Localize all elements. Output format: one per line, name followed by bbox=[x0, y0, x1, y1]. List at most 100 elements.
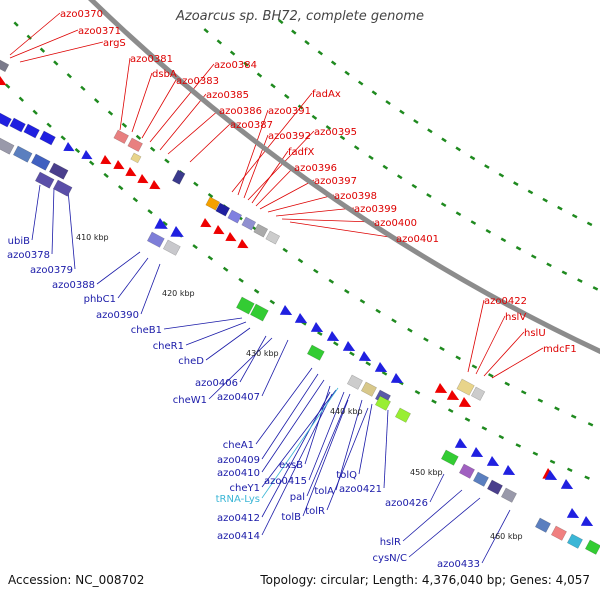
tick-mark bbox=[411, 183, 418, 189]
tick-mark bbox=[13, 21, 19, 27]
kbp-label: 420 kbp bbox=[162, 289, 195, 298]
label-connector bbox=[383, 409, 389, 489]
gene-forward bbox=[215, 202, 231, 217]
gene-reverse bbox=[34, 171, 55, 189]
tick-mark bbox=[317, 331, 323, 336]
reverse-label: azo0410 bbox=[217, 468, 260, 479]
reverse-label: azo0406 bbox=[195, 378, 238, 389]
label-connector bbox=[205, 327, 251, 361]
label-connector bbox=[429, 473, 445, 503]
label-connector bbox=[237, 109, 269, 196]
label-connector bbox=[261, 391, 331, 518]
tick-mark bbox=[333, 341, 339, 347]
label-connector bbox=[491, 347, 544, 379]
gene-arrow-reverse bbox=[63, 142, 75, 152]
tick-mark bbox=[488, 373, 494, 378]
label-connector bbox=[163, 317, 243, 330]
gene-forward bbox=[253, 223, 269, 238]
label-connector bbox=[185, 321, 247, 346]
label-connector bbox=[119, 57, 131, 131]
tick-mark bbox=[149, 146, 156, 152]
reverse-label: ubiB bbox=[8, 236, 30, 247]
label-connector bbox=[261, 393, 333, 536]
label-connector bbox=[67, 189, 76, 270]
gene-reverse bbox=[472, 471, 489, 487]
gene-arrow-reverse bbox=[374, 362, 388, 373]
tick-mark bbox=[207, 255, 214, 261]
forward-label: azo0398 bbox=[334, 191, 377, 202]
gene-reverse bbox=[250, 303, 269, 322]
label-connector bbox=[255, 367, 313, 445]
gene-arrow-reverse bbox=[310, 322, 324, 333]
tick-mark bbox=[53, 60, 59, 66]
tick-mark bbox=[325, 125, 332, 131]
tick-mark bbox=[520, 390, 527, 395]
forward-label: fadfX bbox=[288, 147, 315, 158]
tick-mark bbox=[549, 459, 556, 465]
gene-arrow-reverse bbox=[81, 150, 93, 160]
label-connector bbox=[408, 497, 481, 558]
tick-mark bbox=[284, 93, 290, 99]
reverse-label: azo0433 bbox=[437, 559, 480, 570]
tick-mark bbox=[328, 278, 335, 284]
tick-mark bbox=[385, 100, 391, 105]
reverse-label: cheA1 bbox=[223, 440, 254, 451]
tick-mark bbox=[584, 475, 590, 480]
accession-text: Accession: NC_008702 bbox=[8, 573, 145, 587]
tick-mark bbox=[353, 145, 360, 151]
reverse-label: cheW1 bbox=[173, 395, 207, 406]
label-connector bbox=[481, 509, 511, 564]
label-connectors bbox=[9, 12, 544, 564]
reverse-label: azo0388 bbox=[52, 280, 95, 291]
forward-label: azo0383 bbox=[176, 76, 219, 87]
forward-label: mdcF1 bbox=[543, 344, 577, 355]
tick-mark bbox=[229, 50, 236, 56]
gene-reverse bbox=[0, 137, 15, 155]
forward-label: azo0397 bbox=[314, 176, 357, 187]
kbp-label: 410 kbp bbox=[76, 233, 109, 242]
tick-mark bbox=[339, 135, 346, 141]
tick-mark bbox=[256, 72, 263, 78]
gene-forward bbox=[241, 216, 257, 231]
tick-mark bbox=[107, 110, 114, 116]
reverse-label: tolQ bbox=[336, 470, 357, 481]
tick-mark bbox=[193, 181, 199, 187]
kbp-label: 430 kbp bbox=[246, 349, 279, 358]
gene-reverse bbox=[236, 296, 255, 315]
tick-mark bbox=[513, 181, 519, 186]
tick-mark bbox=[500, 237, 507, 243]
forward-label: azo0396 bbox=[294, 163, 337, 174]
label-connector bbox=[140, 263, 161, 315]
tick-mark bbox=[330, 60, 337, 66]
label-connector bbox=[302, 399, 349, 517]
gene-arrow-forward bbox=[113, 160, 125, 170]
tick-mark bbox=[381, 370, 388, 376]
gene-reverse bbox=[39, 130, 56, 146]
gene-reverse bbox=[440, 449, 459, 466]
reverse-label: azo0407 bbox=[217, 392, 260, 403]
tick-mark bbox=[359, 298, 366, 304]
label-connector bbox=[289, 221, 397, 239]
label-connector bbox=[467, 299, 485, 373]
tick-mark bbox=[471, 364, 478, 369]
tick-mark bbox=[117, 185, 124, 191]
gene-reverse bbox=[52, 179, 73, 197]
gene-reverse bbox=[486, 479, 503, 495]
gene-arrow-reverse bbox=[544, 470, 558, 481]
forward-label: azo0399 bbox=[354, 204, 397, 215]
reverse-label: pal bbox=[290, 492, 305, 503]
tick-mark bbox=[269, 299, 276, 305]
reverse-label: tolB bbox=[281, 512, 301, 523]
gene-arrow-reverse bbox=[154, 218, 168, 229]
tick-mark bbox=[571, 213, 578, 219]
tick-mark bbox=[357, 80, 364, 86]
tick-mark bbox=[66, 73, 72, 79]
label-connector bbox=[19, 41, 104, 63]
tick-mark bbox=[313, 268, 319, 274]
gene-reverse bbox=[48, 162, 69, 180]
kbp-label: 460 kbp bbox=[490, 532, 523, 541]
tick-mark bbox=[26, 34, 32, 40]
gene-arrow-reverse bbox=[454, 438, 468, 449]
reverse-label: hslR bbox=[380, 537, 401, 548]
reverse-label: azo0415 bbox=[264, 476, 307, 487]
